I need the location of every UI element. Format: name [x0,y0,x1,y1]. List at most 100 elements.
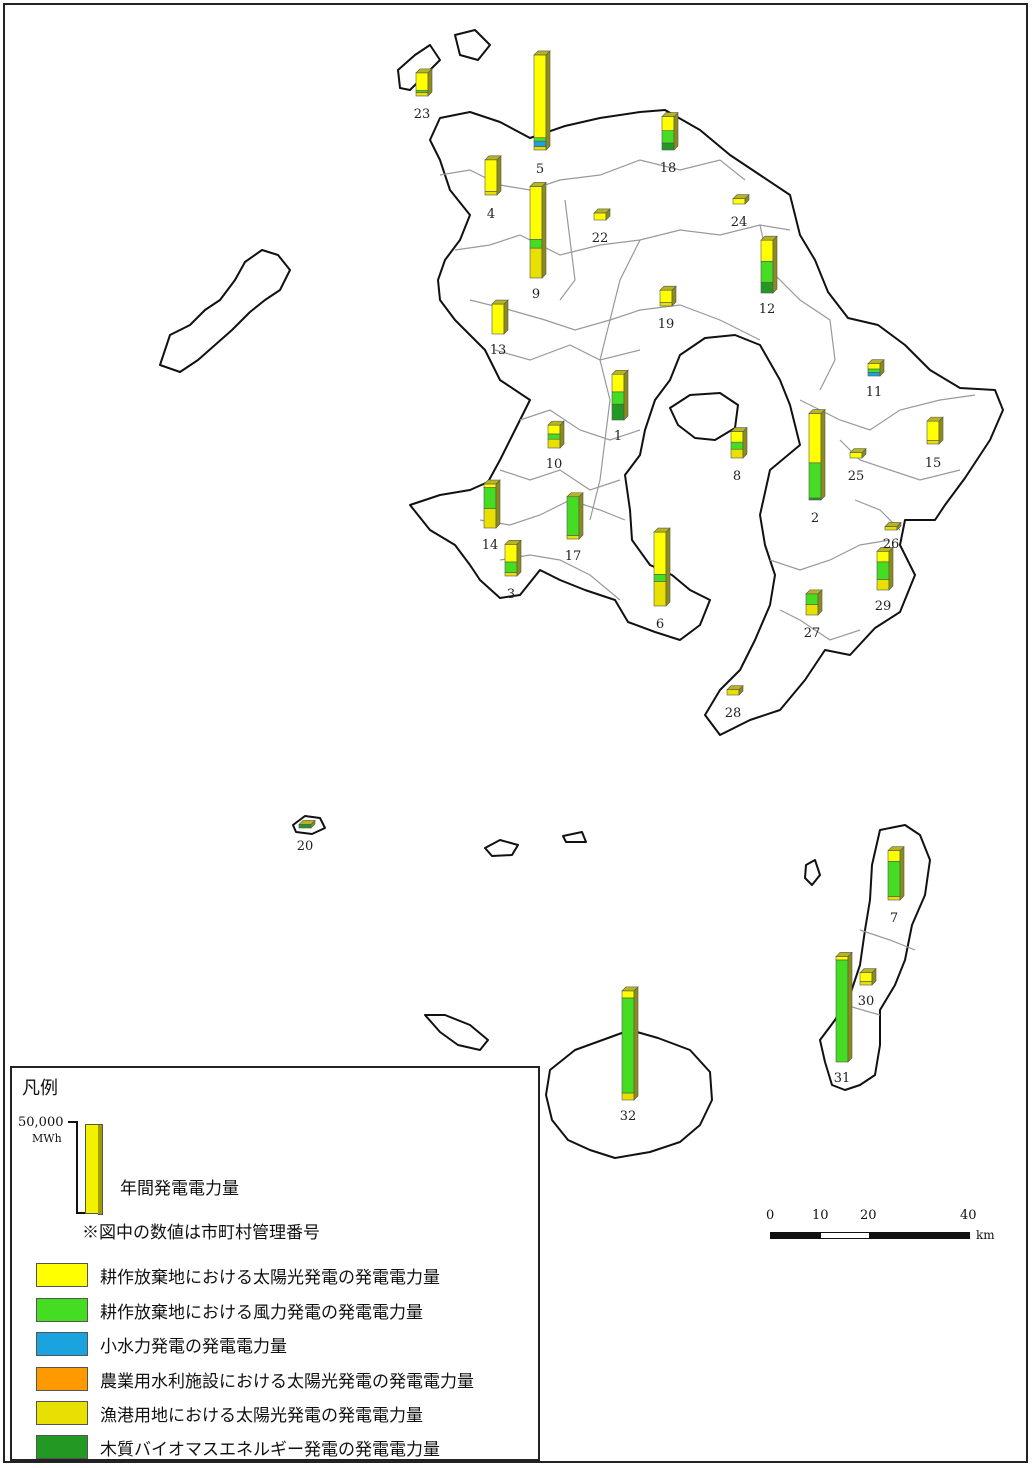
legend-item-solar-fishport: 漁港用地における太陽光発電の発電電力量 [36,1400,423,1426]
bar-side [665,527,671,607]
bar-municipality-24 [732,193,750,205]
legend-scale-value: 50,000 [18,1115,64,1130]
bar-top [884,522,902,527]
bar-segment-fishport [415,92,429,97]
bar-segment-fishport [547,438,561,449]
bar-top [926,416,944,422]
bar-segment-solar [529,186,543,240]
bar-top [805,589,823,595]
municipality-number-label: 26 [883,537,900,552]
bar-side [673,111,679,151]
bar-segment-biomass [298,824,312,829]
bar-municipality-4 [484,155,502,196]
bar-segment-fishport [859,981,873,986]
municipality-number-label: 5 [536,162,544,177]
bar-top [876,546,894,552]
bar-segment-wind [867,368,881,373]
island-nagashima [397,44,441,91]
bar-side [888,546,894,591]
bar-segment-solar [659,289,673,303]
bar-segment-wind [808,462,822,499]
bar-side [516,539,522,577]
bar-segment-solar [547,424,561,435]
bar-municipality-6 [653,527,671,607]
bar-segment-fishport [726,689,740,696]
municipality-number-label: 10 [546,457,563,472]
bar-municipality-22 [593,208,611,221]
bar-segment-fishport [805,604,819,616]
bar-segment-biomass [611,403,625,421]
bar-segment-wind [611,391,625,405]
bar-segment-fishport [730,448,744,459]
legend-scale-unit: MWh [32,1132,62,1145]
bar-segment-wind [760,261,774,283]
legend-item-solar-abandoned: 耕作放棄地における太陽光発電の発電電力量 [36,1262,440,1288]
municipality-number-label: 13 [490,343,507,358]
bar-segment-hydro [867,372,881,377]
island-shishi [454,29,491,61]
bar-top [547,420,565,426]
bar-municipality-12 [760,235,778,294]
bar-segment-solar [483,483,497,488]
legend-item-label: 耕作放棄地における太陽光発電の発電電力量 [100,1267,440,1288]
municipality-number-label: 20 [297,839,314,854]
bar-top [732,194,750,200]
bar-municipality-3 [504,539,522,577]
bar-segment-fishport [621,1092,635,1101]
bar-segment-biomass [760,282,774,294]
bar-municipality-28 [726,684,744,696]
scale-tick: 0 [766,1208,775,1223]
bar-top [730,427,748,432]
legend-swatch [36,1435,88,1459]
municipality-number-label: 12 [759,302,776,317]
bar-segment-fishport [529,247,543,279]
bar-top [659,285,677,291]
municipality-number-label: 9 [532,287,540,302]
legend-item-small-hydro: 小水力発電の発電電力量 [36,1331,287,1357]
bar-side [938,416,944,445]
bar-top [529,182,547,187]
legend-item-wind-abandoned: 耕作放棄地における風力発電の発電電力量 [36,1297,423,1323]
municipality-number-label: 23 [414,107,431,122]
bar-municipality-2 [808,408,826,501]
bar-municipality-8 [730,426,748,459]
municipality-number-label: 7 [890,911,898,926]
legend-item-label: 耕作放棄地における風力発電の発電電力量 [100,1302,423,1323]
bar-municipality-9 [529,181,547,279]
bar-top [808,409,826,414]
bar-top [849,448,867,454]
bar-top [415,68,433,74]
bar-top [504,540,522,545]
bar-segment-wind [483,487,497,509]
municipality-number-label: 32 [620,1109,637,1124]
bar-segment-wind [621,997,635,1094]
bar-segment-biomass [661,142,675,151]
bar-segment-fishport [484,191,498,196]
bar-segment-solar [835,956,849,961]
bar-municipality-10 [547,420,565,449]
legend-note: ※図中の数値は市町村管理番号 [82,1223,320,1243]
bar-side [578,492,584,540]
bar-top [533,50,551,56]
bar-segment-wind [529,238,543,249]
bar-municipality-15 [926,416,944,445]
bar-top [887,846,905,852]
bar-segment-wind [415,90,429,93]
scale-tick: 20 [860,1208,877,1223]
legend-title: 凡例 [22,1078,58,1099]
bar-top [491,299,509,305]
bar-segment-solar [730,431,744,443]
municipality-number-label: 19 [658,317,675,332]
bar-municipality-30 [859,967,877,986]
bar-top [726,685,744,691]
bar-side [495,479,501,529]
bar-side [847,951,853,1063]
bar-segment-solar [415,72,429,91]
municipality-number-label: 2 [811,511,819,526]
bar-side [623,369,629,421]
bar-segment-fishport [884,526,898,531]
bar-segment-wind [730,441,744,450]
bar-segment-fishport [533,146,547,151]
mainland-satsuma [409,109,1004,736]
